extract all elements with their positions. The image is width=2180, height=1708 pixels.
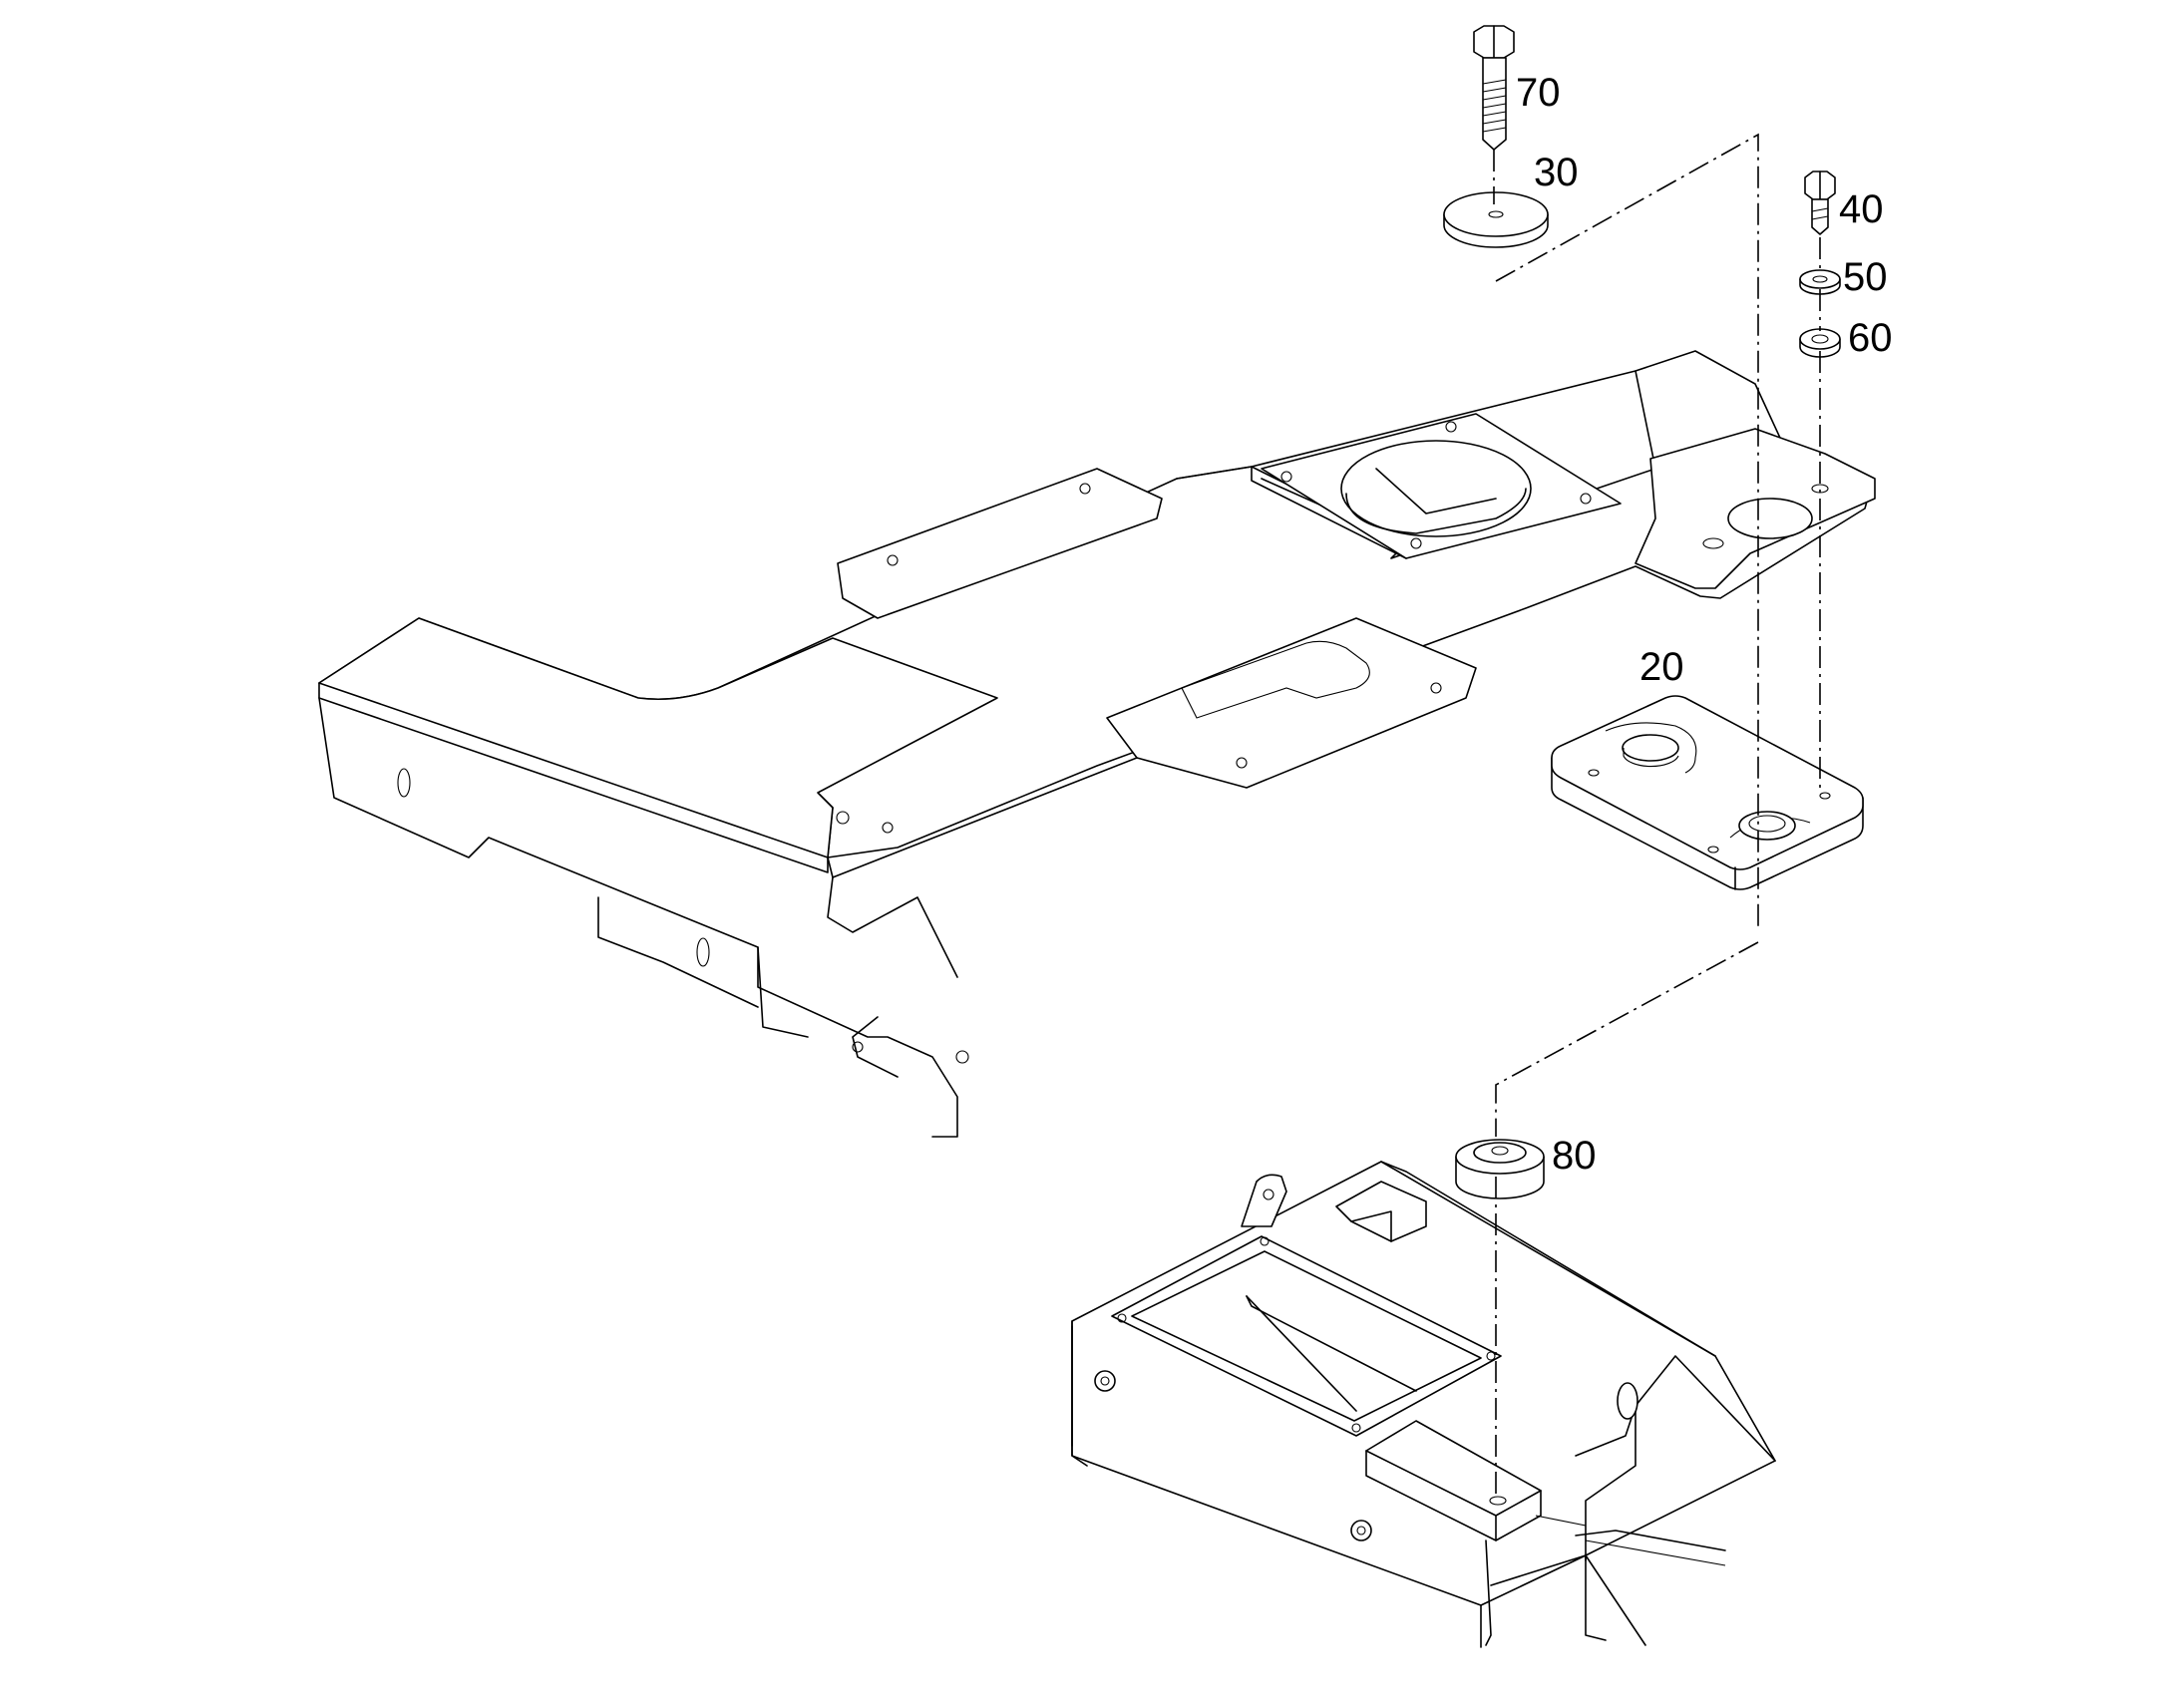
callout-30: 30 [1534, 151, 1579, 194]
part-60-washer [1799, 328, 1841, 358]
part-70-bolt [1473, 25, 1515, 151]
callout-60: 60 [1848, 316, 1893, 360]
callout-labels: 70 30 40 50 60 20 80 [1516, 71, 1893, 1178]
callout-20: 20 [1639, 645, 1684, 689]
callout-80: 80 [1552, 1134, 1597, 1178]
part-20-mounting-plate [1551, 695, 1864, 890]
part-40-bolt [1804, 171, 1836, 235]
callout-40: 40 [1839, 187, 1884, 231]
main-frame [318, 350, 1876, 1138]
part-50-washer [1799, 269, 1841, 295]
callout-50: 50 [1843, 255, 1888, 299]
part-80-rubber-mount [1455, 1139, 1545, 1199]
part-30-washer [1443, 191, 1549, 248]
center-lines [1493, 133, 1821, 1496]
callout-70: 70 [1516, 71, 1561, 115]
lower-housing [1071, 1161, 1776, 1648]
